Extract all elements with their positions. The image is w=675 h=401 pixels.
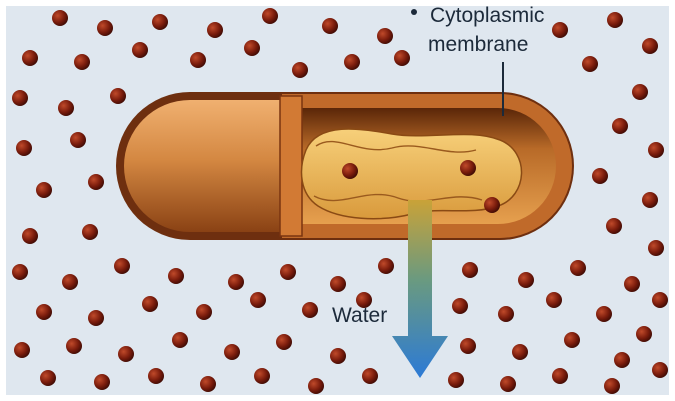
solute-particle [52, 10, 68, 26]
solute-particle [570, 260, 586, 276]
solute-particle [564, 332, 580, 348]
solute-particle [452, 298, 468, 314]
solute-particle [172, 332, 188, 348]
solute-particle [36, 304, 52, 320]
solute-particle [462, 262, 478, 278]
solute-particle [250, 292, 266, 308]
solute-particle [110, 88, 126, 104]
water-label: Water [332, 304, 387, 327]
solute-particle [606, 218, 622, 234]
solute-particle [344, 54, 360, 70]
solute-particle [82, 224, 98, 240]
membrane-label-line1: Cytoplasmic [430, 4, 544, 27]
solute-particle [592, 168, 608, 184]
solute-particle [604, 378, 620, 394]
solute-particle [12, 90, 28, 106]
solute-particle [207, 22, 223, 38]
solute-particle [308, 378, 324, 394]
solute-particle [652, 362, 668, 378]
solute-particle [362, 368, 378, 384]
solute-particle [40, 370, 56, 386]
solute-particle [36, 182, 52, 198]
solute-particle [16, 140, 32, 156]
solute-particle [168, 268, 184, 284]
solute-particle [148, 368, 164, 384]
solute-particle [280, 264, 296, 280]
solute-particle [652, 292, 668, 308]
solute-particle [14, 342, 30, 358]
solute-particle [642, 38, 658, 54]
solute-particle [190, 52, 206, 68]
label-bullet [411, 9, 417, 15]
solute-particle [58, 100, 74, 116]
solute-particle [596, 306, 612, 322]
solute-particle [22, 228, 38, 244]
solute-particle [97, 20, 113, 36]
solute-particle [546, 292, 562, 308]
solute-particle [228, 274, 244, 290]
solute-particle [302, 302, 318, 318]
cut-edge [280, 96, 302, 236]
solute-particle [378, 258, 394, 274]
solute-particle [632, 84, 648, 100]
bacterial-cell [116, 92, 574, 240]
solute-particle [292, 62, 308, 78]
intracellular-solute-particle [342, 163, 358, 179]
solute-particle [322, 18, 338, 34]
solute-particle [276, 334, 292, 350]
membrane-label-line2: membrane [428, 33, 528, 56]
solute-particle [330, 348, 346, 364]
solute-particle [254, 368, 270, 384]
solute-particle [614, 352, 630, 368]
solute-particle [12, 264, 28, 280]
solute-particle [70, 132, 86, 148]
solute-particle [62, 274, 78, 290]
solute-particle [624, 276, 640, 292]
solute-particle [582, 56, 598, 72]
solute-particle [118, 346, 134, 362]
solute-particle [607, 12, 623, 28]
solute-particle [142, 296, 158, 312]
solute-particle [642, 192, 658, 208]
solute-particle [500, 376, 516, 392]
solute-particle [377, 28, 393, 44]
solute-particle [114, 258, 130, 274]
solute-particle [262, 8, 278, 24]
solute-particle [512, 344, 528, 360]
solute-particle [518, 272, 534, 288]
solute-particle [74, 54, 90, 70]
solute-particle [22, 50, 38, 66]
solute-particle [552, 22, 568, 38]
solute-particle [244, 40, 260, 56]
solute-particle [152, 14, 168, 30]
solute-particle [552, 368, 568, 384]
solute-particle [330, 276, 346, 292]
cell-surface [124, 100, 285, 232]
solute-particle [394, 50, 410, 66]
solute-particle [88, 310, 104, 326]
solute-particle [498, 306, 514, 322]
solute-particle [132, 42, 148, 58]
intracellular-solute-particle [484, 197, 500, 213]
solute-particle [648, 142, 664, 158]
solute-particle [94, 374, 110, 390]
solute-particle [224, 344, 240, 360]
solute-particle [460, 338, 476, 354]
solute-particle [88, 174, 104, 190]
solute-particle [612, 118, 628, 134]
solute-particle [66, 338, 82, 354]
solute-particle [448, 372, 464, 388]
solute-particle [648, 240, 664, 256]
intracellular-solute-particle [460, 160, 476, 176]
solute-particle [200, 376, 216, 392]
solute-particle [636, 326, 652, 342]
solute-particle [196, 304, 212, 320]
